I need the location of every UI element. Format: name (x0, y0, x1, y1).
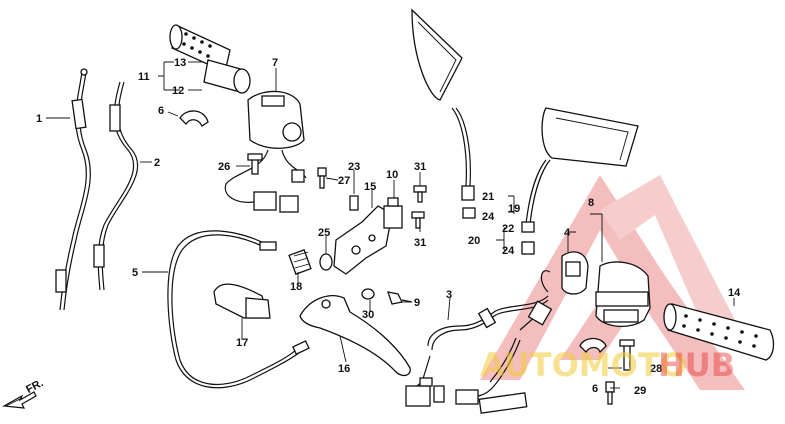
callout-23: 23 (348, 161, 360, 173)
watermark-mountain-logo (480, 175, 745, 390)
clamp-6-right (579, 337, 607, 354)
callout-24b: 24 (502, 245, 515, 257)
callout-31b: 31 (414, 237, 426, 249)
front-label: FR. (24, 377, 45, 396)
callout-26: 26 (218, 161, 230, 173)
callout-6a: 6 (158, 105, 164, 117)
callout-21: 21 (482, 191, 494, 203)
callout-25: 25 (318, 227, 330, 239)
callout-17: 17 (236, 337, 248, 349)
watermark-text-red: HUB (658, 346, 735, 384)
callout-3: 3 (446, 289, 452, 301)
callout-7: 7 (272, 57, 278, 69)
leader-lines (46, 61, 735, 389)
switch-housing-7 (224, 90, 307, 213)
callout-20: 20 (468, 235, 480, 247)
callout-24a: 24 (482, 211, 495, 223)
adjuster-18 (288, 249, 312, 275)
callout-12: 12 (172, 85, 184, 97)
switch-housing-8 (595, 261, 651, 327)
callout-13: 13 (174, 57, 186, 69)
lever-bracket-15 (333, 205, 393, 275)
callouts: 1 2 11 13 12 6 7 26 27 23 15 10 31 31 25… (36, 57, 741, 397)
switch-4 (540, 251, 589, 295)
clutch-cable-5 (167, 230, 310, 389)
throttle-cable-2 (93, 81, 139, 291)
grip-sleeve-12 (203, 59, 251, 94)
nut-25 (319, 253, 333, 271)
callout-11: 11 (138, 71, 150, 83)
switch-10 (383, 197, 403, 229)
callout-30: 30 (362, 309, 374, 321)
bolt-28 (619, 339, 635, 371)
callout-4: 4 (564, 227, 571, 239)
callout-14: 14 (728, 287, 741, 299)
watermark-text-gold: AUTOMOTO (480, 346, 687, 384)
screw-29 (605, 381, 615, 405)
grip-14 (663, 303, 775, 361)
callout-27: 27 (338, 175, 350, 187)
mirror-left (411, 8, 476, 219)
watermark-text: AUTOMOTO HUB (480, 346, 735, 384)
bolt-23 (349, 195, 359, 211)
throttle-cable-1 (55, 68, 91, 311)
callout-31a: 31 (414, 161, 426, 173)
callout-19: 19 (508, 203, 520, 215)
callout-18: 18 (290, 281, 302, 293)
screw-26 (247, 153, 263, 175)
callout-28: 28 (650, 363, 662, 375)
callout-22: 22 (502, 223, 514, 235)
callout-9: 9 (414, 297, 420, 309)
callout-16: 16 (338, 363, 350, 375)
screw-31-top (413, 185, 427, 203)
switch-harness-3 (405, 295, 553, 414)
clutch-lever-16 (299, 295, 411, 377)
lever-boot-17 (213, 283, 271, 319)
callout-29: 29 (634, 385, 646, 397)
callout-5: 5 (132, 267, 138, 279)
callout-6b: 6 (592, 383, 598, 395)
callout-8: 8 (588, 197, 594, 209)
callout-10: 10 (386, 169, 398, 181)
callout-1: 1 (36, 113, 42, 125)
mirror-right (521, 107, 639, 255)
front-direction-arrow: FR. (2, 377, 45, 409)
nut-30 (361, 288, 375, 300)
screw-31-lower (411, 211, 425, 229)
clamp-6-left (179, 110, 209, 127)
callout-15: 15 (364, 181, 376, 193)
screw-27 (317, 167, 327, 189)
callout-2: 2 (154, 157, 160, 169)
